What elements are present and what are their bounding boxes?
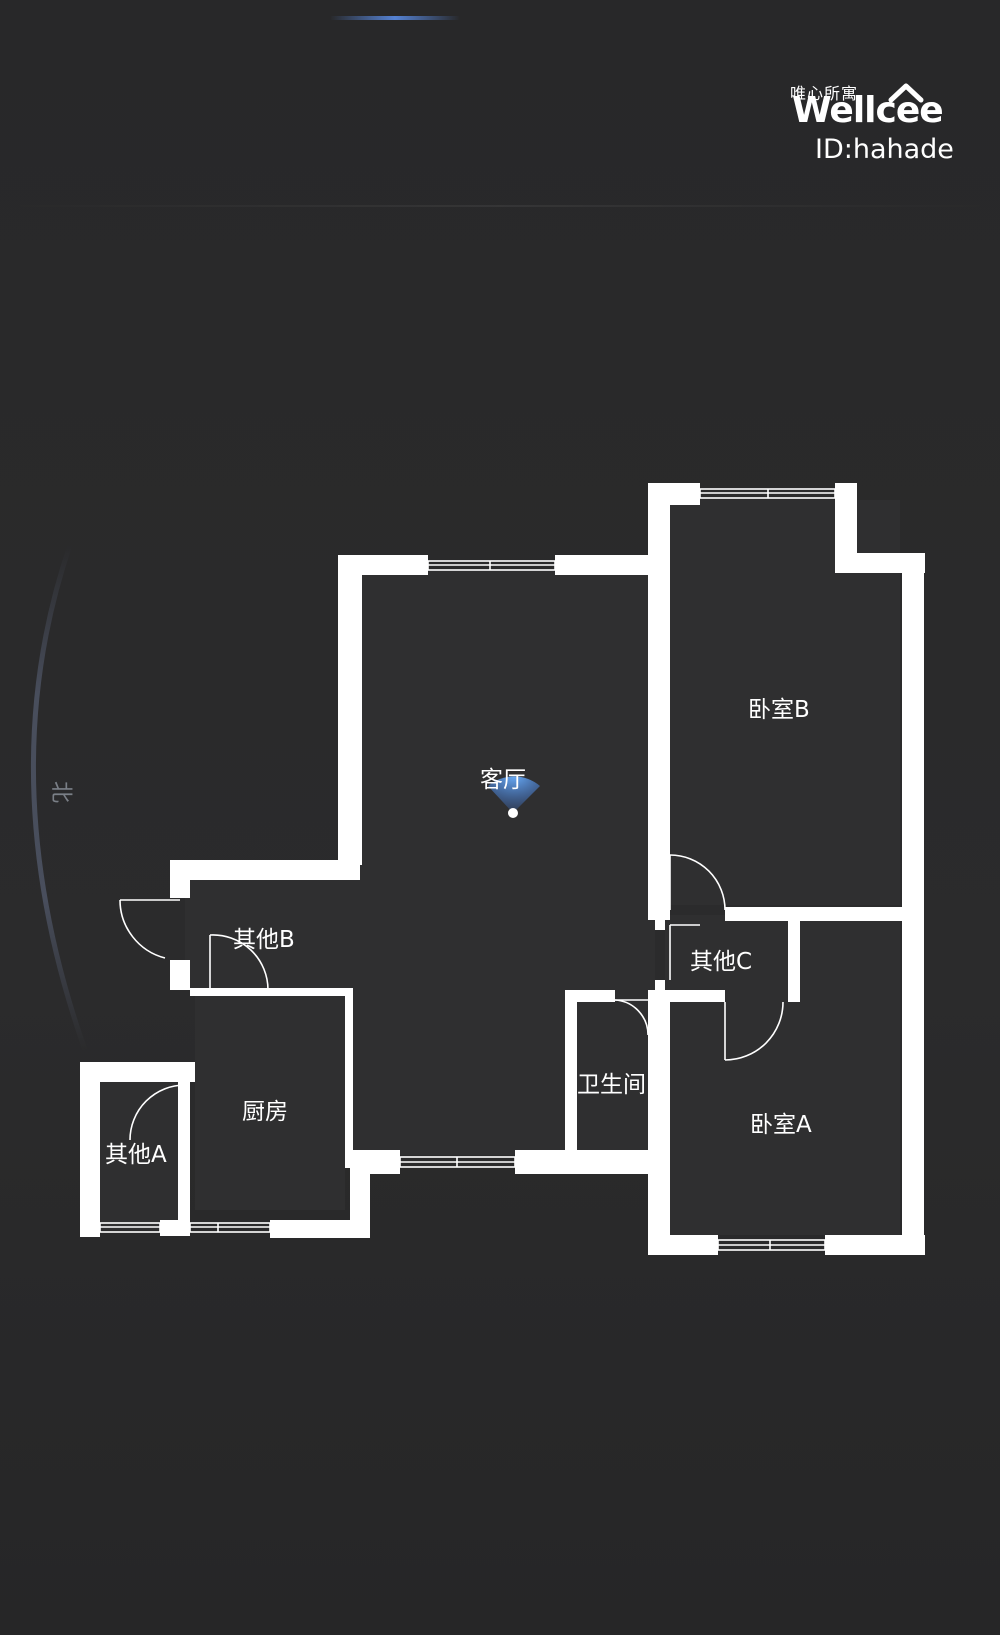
room-label-bedroom-b[interactable]: 卧室B (748, 697, 810, 723)
camera-view-icon (488, 776, 540, 818)
room-label-bathroom[interactable]: 卫生间 (577, 1072, 646, 1098)
walls (80, 483, 925, 1255)
room-label-other-a[interactable]: 其他A (105, 1142, 167, 1168)
doors (119, 854, 784, 1141)
windows (99, 488, 836, 1251)
room-label-other-b[interactable]: 其他B (233, 927, 295, 953)
compass-arc (31, 544, 88, 1051)
room-label-other-c[interactable]: 其他C (690, 949, 753, 975)
floor-area (95, 500, 900, 1235)
top-indicator (330, 16, 460, 20)
house-roof-icon (888, 83, 924, 103)
room-label-kitchen[interactable]: 厨房 (242, 1099, 288, 1125)
room-label-bedroom-a[interactable]: 卧室A (750, 1112, 812, 1138)
user-id: ID:hahade (815, 134, 954, 165)
room-label-living-room[interactable]: 客厅 (480, 767, 526, 793)
brand-chinese-name: 唯心所寓 (790, 84, 859, 103)
header-divider (0, 205, 1000, 207)
